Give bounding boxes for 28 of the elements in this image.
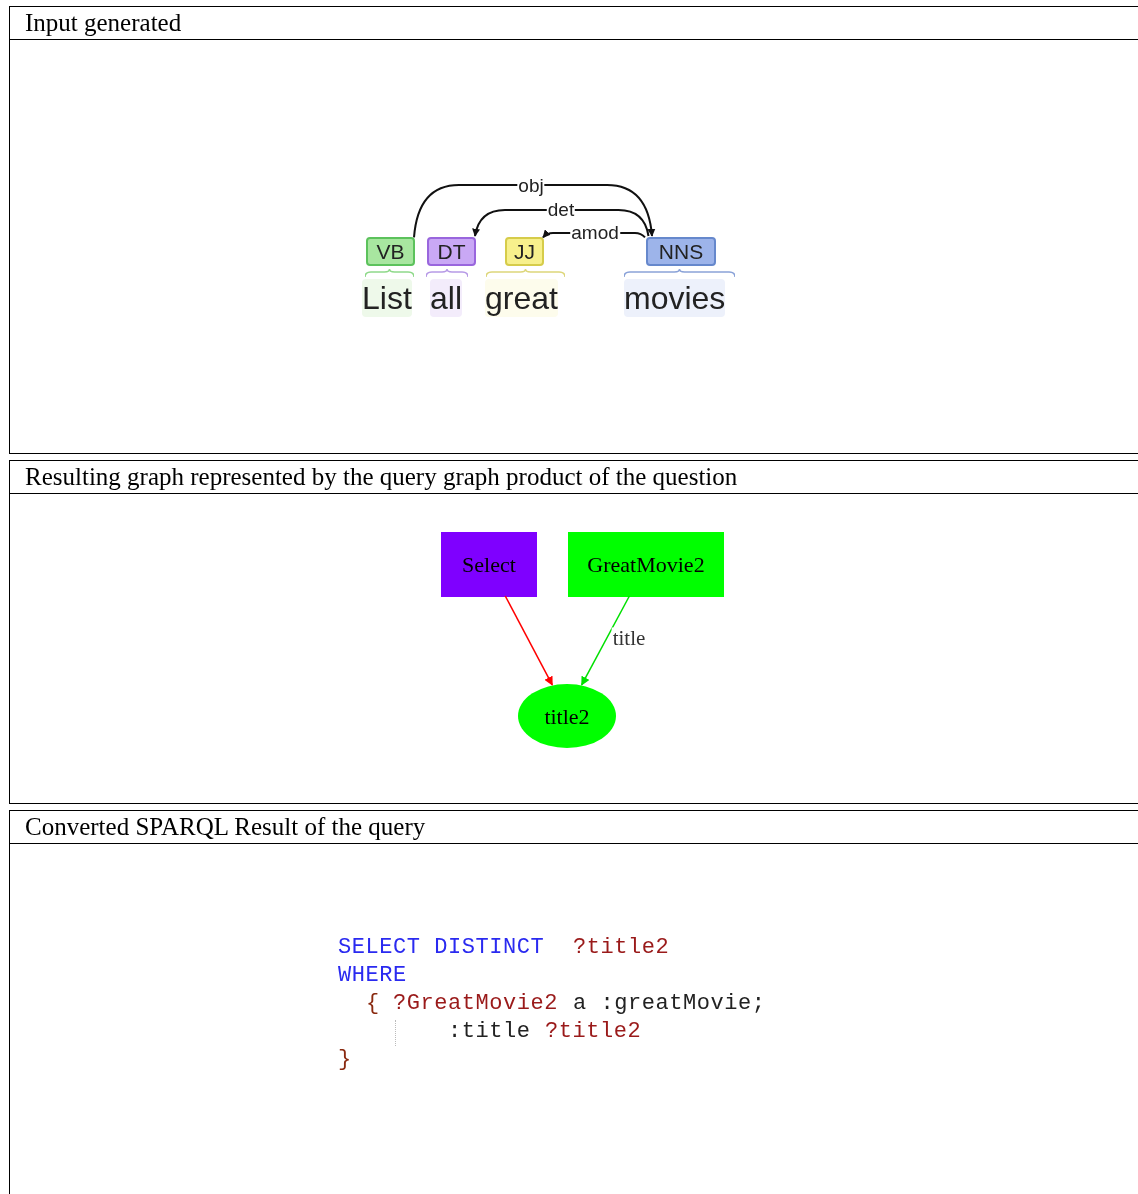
panel-heading: Converted SPARQL Result of the query <box>10 811 1138 844</box>
pos-tag: DT <box>427 237 476 266</box>
code-variable: ?GreatMovie2 <box>393 991 559 1017</box>
code-keyword: WHERE <box>338 963 407 989</box>
code-brace: } <box>338 1047 352 1073</box>
panel-heading: Input generated <box>10 7 1138 40</box>
graph-node-box: GreatMovie2 <box>568 532 724 597</box>
pos-tag: VB <box>366 237 415 266</box>
pos-tag: NNS <box>646 237 716 266</box>
code-variable: ?title2 <box>545 1019 642 1045</box>
arrow <box>413 184 656 239</box>
pos-tag: JJ <box>505 237 544 266</box>
panel <box>9 810 1138 1194</box>
code-text: a :greatMovie; <box>573 991 766 1017</box>
word: all <box>430 279 462 317</box>
code-variable: ?title2 <box>573 935 670 961</box>
code-text: :title <box>448 1019 531 1045</box>
word: List <box>362 279 412 317</box>
arrow <box>504 595 554 686</box>
panel <box>9 460 1138 804</box>
word: movies <box>624 279 726 317</box>
code-brace: { <box>366 991 380 1017</box>
panel-heading: Resulting graph represented by the query graph product of the question <box>10 461 1138 494</box>
graph-node-ellipse: title2 <box>518 684 616 748</box>
word: great <box>485 279 558 317</box>
graph-node-box: Select <box>441 532 537 597</box>
arrow <box>580 595 631 686</box>
code-keyword: SELECT DISTINCT <box>338 935 545 961</box>
